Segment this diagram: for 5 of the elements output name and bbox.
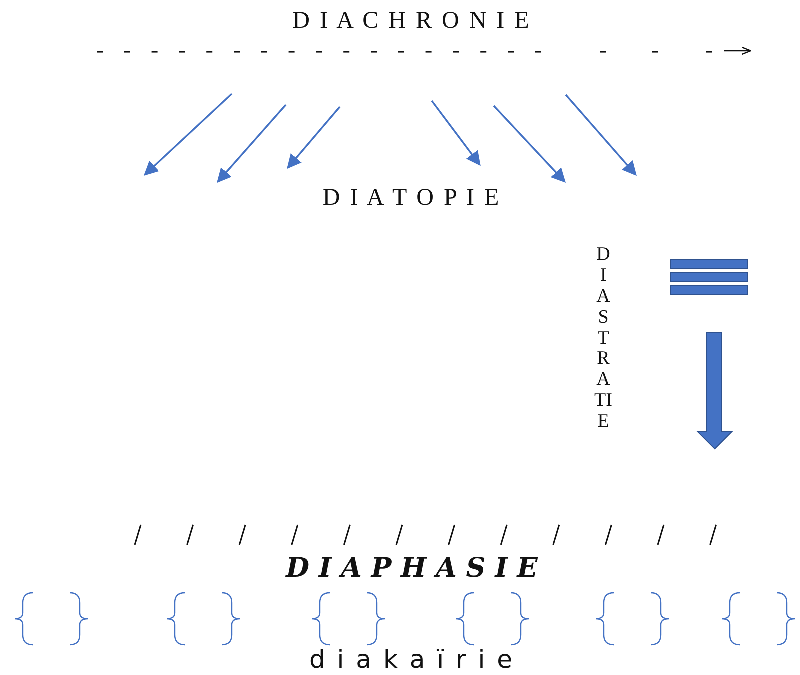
- axis-title: D I A T O P I E: [322, 185, 502, 213]
- axis-title: DIASTRATIE: [594, 245, 613, 434]
- axis-title: D I A C H R O N I E: [292, 8, 532, 36]
- axis-title: d i a k a ï r i e: [309, 646, 515, 675]
- axis-title: D I A P H A S I E: [286, 553, 538, 584]
